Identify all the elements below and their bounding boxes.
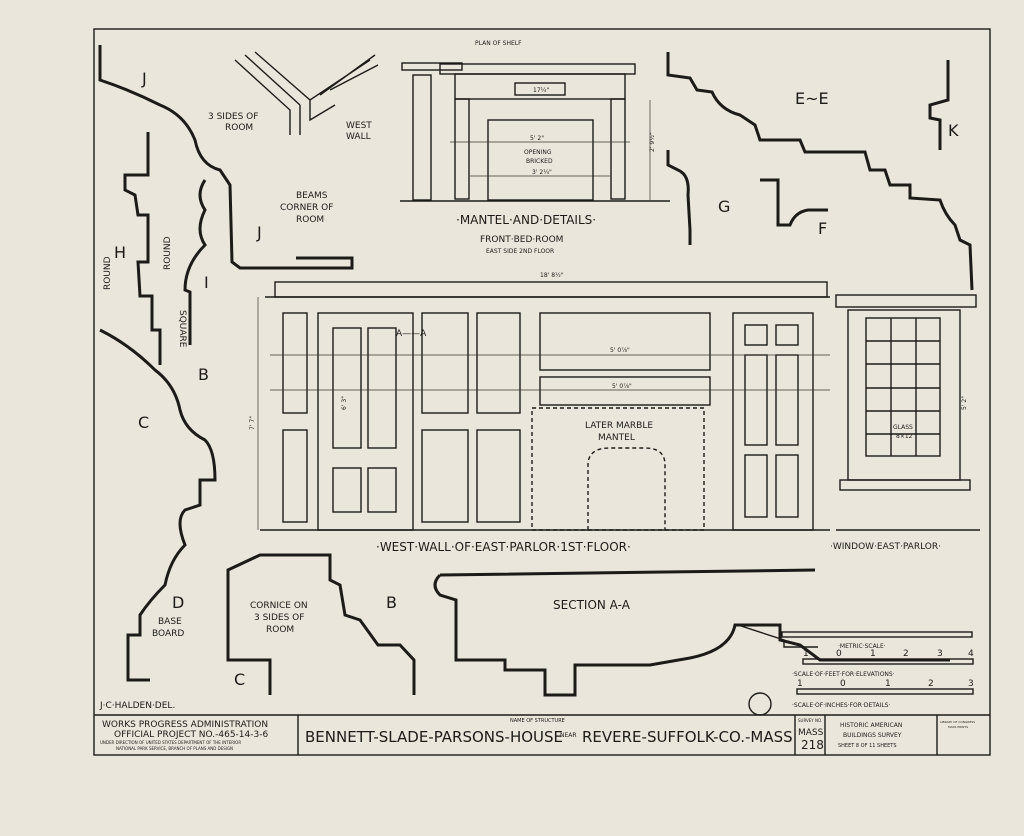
molding-profile-cornice [226, 553, 416, 695]
label-i: I [204, 273, 209, 292]
feet-scale-label: ·SCALE·OF·FEET·FOR·ELEVATIONS· [792, 671, 895, 678]
label-d: D [172, 593, 184, 612]
structure-name: BENNETT-SLADE-PARSONS-HOUSE [305, 728, 563, 746]
label-b: B [198, 365, 209, 384]
molding-profile-c-b [99, 328, 217, 682]
beams-note-sides-1: 3 SIDES OF [208, 112, 258, 122]
panel-width-dim-2: 5' 0⅞" [612, 383, 632, 390]
mantel-height-dim: 2' 9½" [649, 132, 656, 152]
survey-no-2: 218 [801, 738, 824, 752]
library-line-2: MASS PRINTS [948, 725, 968, 729]
inch-tick-1: 0 [840, 679, 846, 689]
opening-label-1: OPENING [524, 149, 552, 156]
metric-scale-label: ·METRIC·SCALE· [838, 643, 886, 650]
feet-tick-2: 1 [870, 649, 876, 659]
inch-tick-2: 1 [885, 679, 891, 689]
mantel-title: ·MANTEL·AND·DETAILS· [456, 213, 596, 227]
section-cut-mark: A——A [396, 329, 427, 339]
beams-note-west-2: WALL [346, 132, 371, 142]
opening-label-2: BRICKED [526, 158, 553, 165]
label-round-2: ROUND [163, 236, 173, 270]
feet-tick-1: 0 [836, 649, 842, 659]
feet-tick-3: 2 [903, 649, 909, 659]
cornice-note-3: ROOM [266, 625, 294, 635]
label-f: F [818, 219, 827, 238]
label-b-2: B [386, 593, 397, 612]
feet-tick-5: 4 [968, 649, 974, 659]
glass-label-1: GLASS [893, 424, 913, 431]
label-square: SQUARE [177, 310, 187, 348]
section-a-a-title: SECTION A-A [553, 598, 631, 612]
beams-note-sides-2: ROOM [225, 123, 253, 133]
inch-scale-label: ·SCALE·OF·INCHES·FOR·DETAILS· [792, 702, 890, 709]
label-j-2: J [256, 223, 262, 242]
structure-location: REVERE-SUFFOLK-CO.-MASS [582, 728, 793, 746]
structure-near: NEAR [560, 732, 577, 739]
inch-tick-0: 1 [797, 679, 803, 689]
wall-top-dim: 18' 8½" [540, 272, 564, 279]
window-height-dim: 5' 2" [961, 396, 968, 410]
label-e-e: E~E [795, 89, 829, 108]
window-elevation [835, 294, 980, 531]
graphic-scales [737, 624, 974, 716]
agency-line-2: OFFICIAL PROJECT NO.-465-14-3-6 [114, 730, 268, 740]
label-c-2: C [234, 670, 245, 689]
label-j: J [141, 69, 147, 88]
structure-name-label: NAME OF STRUCTURE [510, 718, 565, 724]
library-line-1: LIBRARY OF CONGRESS [940, 720, 975, 724]
mantel-subtitle-2: EAST SIDE 2ND FLOOR [486, 248, 554, 255]
cornice-note-1: CORNICE ON [250, 601, 308, 611]
mantel-frieze-dim: 17¼" [533, 87, 549, 94]
wall-height-dim: 7' 7" [249, 416, 256, 430]
mantel-elevation [400, 62, 670, 202]
molding-profile-j [98, 45, 354, 270]
title-block-grid [297, 715, 938, 755]
survey-no-1: MASS [798, 728, 824, 738]
beams-title-2: CORNER OF [280, 203, 333, 213]
mantel-inner-dim: 3' 2¼" [532, 169, 552, 176]
sheet-border [93, 28, 991, 756]
base-board-line1: BASE [158, 617, 182, 627]
delineator: J·C·HALDEN·DEL. [99, 701, 175, 711]
door-height-dim: 6' 3" [341, 396, 348, 410]
molding-profile-g [666, 150, 692, 245]
feet-tick-0: 1 [803, 649, 809, 659]
glass-label-2: 8×12 [896, 433, 913, 440]
panel-width-dim-1: 5' 0⅞" [610, 347, 630, 354]
mantel-subtitle-1: FRONT·BED·ROOM [480, 235, 563, 245]
marble-mantel-label-1: LATER MARBLE [585, 421, 653, 431]
habs-line-2: BUILDINGS SURVEY [843, 732, 902, 739]
agency-line-1: WORKS PROGRESS ADMINISTRATION [102, 720, 268, 730]
label-k: K [948, 121, 959, 140]
west-wall-elevation [257, 281, 830, 531]
plan-of-shelf-label: PLAN OF SHELF [475, 40, 522, 47]
beams-title-3: ROOM [296, 215, 324, 225]
survey-no-label: SURVEY NO. [798, 718, 822, 723]
beams-title-1: BEAMS [296, 191, 328, 201]
marble-mantel-label-2: MANTEL [598, 433, 635, 443]
sheet-number: SHEET 8 OF 11 SHEETS [838, 743, 897, 749]
mantel-width-dim: 5' 2" [530, 135, 544, 142]
base-board-line2: BOARD [152, 629, 184, 639]
agency-line-4: NATIONAL PARK SERVICE, BRANCH OF PLANS A… [116, 746, 233, 751]
window-title: ·WINDOW·EAST·PARLOR· [830, 542, 941, 552]
molding-profile-e-e [666, 52, 974, 291]
beams-note-west-1: WEST [346, 121, 372, 131]
molding-profile-h-i [123, 132, 207, 365]
agency-line-3: UNDER DIRECTION OF UNITED STATES DEPARTM… [100, 740, 241, 745]
molding-profile-f [760, 178, 828, 227]
label-g: G [718, 197, 730, 216]
inch-tick-3: 2 [928, 679, 934, 689]
label-c: C [138, 413, 149, 432]
inch-tick-4: 3 [968, 679, 974, 689]
cornice-note-2: 3 SIDES OF [254, 613, 304, 623]
beams-corner-sketch [234, 51, 379, 135]
feet-tick-4: 3 [937, 649, 943, 659]
label-round-1: ROUND [103, 256, 113, 290]
label-h: H [114, 243, 126, 262]
section-a-a-profile [433, 568, 950, 697]
west-wall-title: ·WEST·WALL·OF·EAST·PARLOR·1ST·FLOOR· [376, 540, 631, 554]
habs-line-1: HISTORIC AMERICAN [840, 722, 902, 729]
